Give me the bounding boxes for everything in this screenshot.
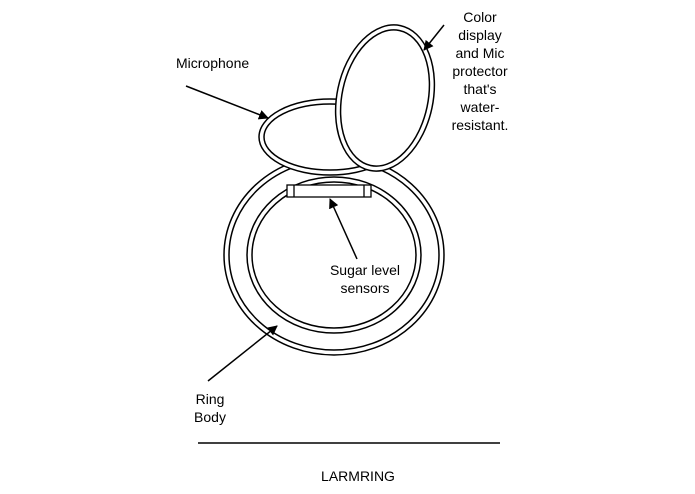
display-label-line: and Mic: [455, 45, 505, 61]
display-label-line: protector: [452, 63, 508, 79]
display-label: Color display and Mic protector that's w…: [446, 8, 514, 134]
ring-body-label-line: Body: [194, 409, 226, 425]
display-label-line: resistant.: [451, 117, 509, 133]
display-label-line: Color: [463, 9, 497, 25]
display-label-line: that's: [463, 81, 497, 97]
sensors-label: Sugar level sensors: [321, 261, 409, 297]
ring-inner-band: [246, 176, 422, 334]
display-label-line: water-: [460, 99, 500, 115]
display-ellipse: [334, 24, 436, 172]
sensors-label-line: sensors: [340, 280, 390, 296]
sensors-label-line: Sugar level: [329, 262, 401, 278]
microphone-label: Microphone: [176, 55, 250, 71]
microphone-arrow: [185, 85, 269, 120]
display-arrow: [423, 24, 445, 51]
ring-body-arrow: [207, 325, 278, 382]
ring-body-label-line: Ring: [195, 391, 225, 407]
diagram-title: LARMRING: [321, 468, 395, 484]
sensor-plate: [286, 184, 372, 198]
sensors-arrow: [329, 198, 358, 260]
display-label-line: display: [458, 27, 502, 43]
ring-body-label: Ring Body: [186, 390, 234, 426]
